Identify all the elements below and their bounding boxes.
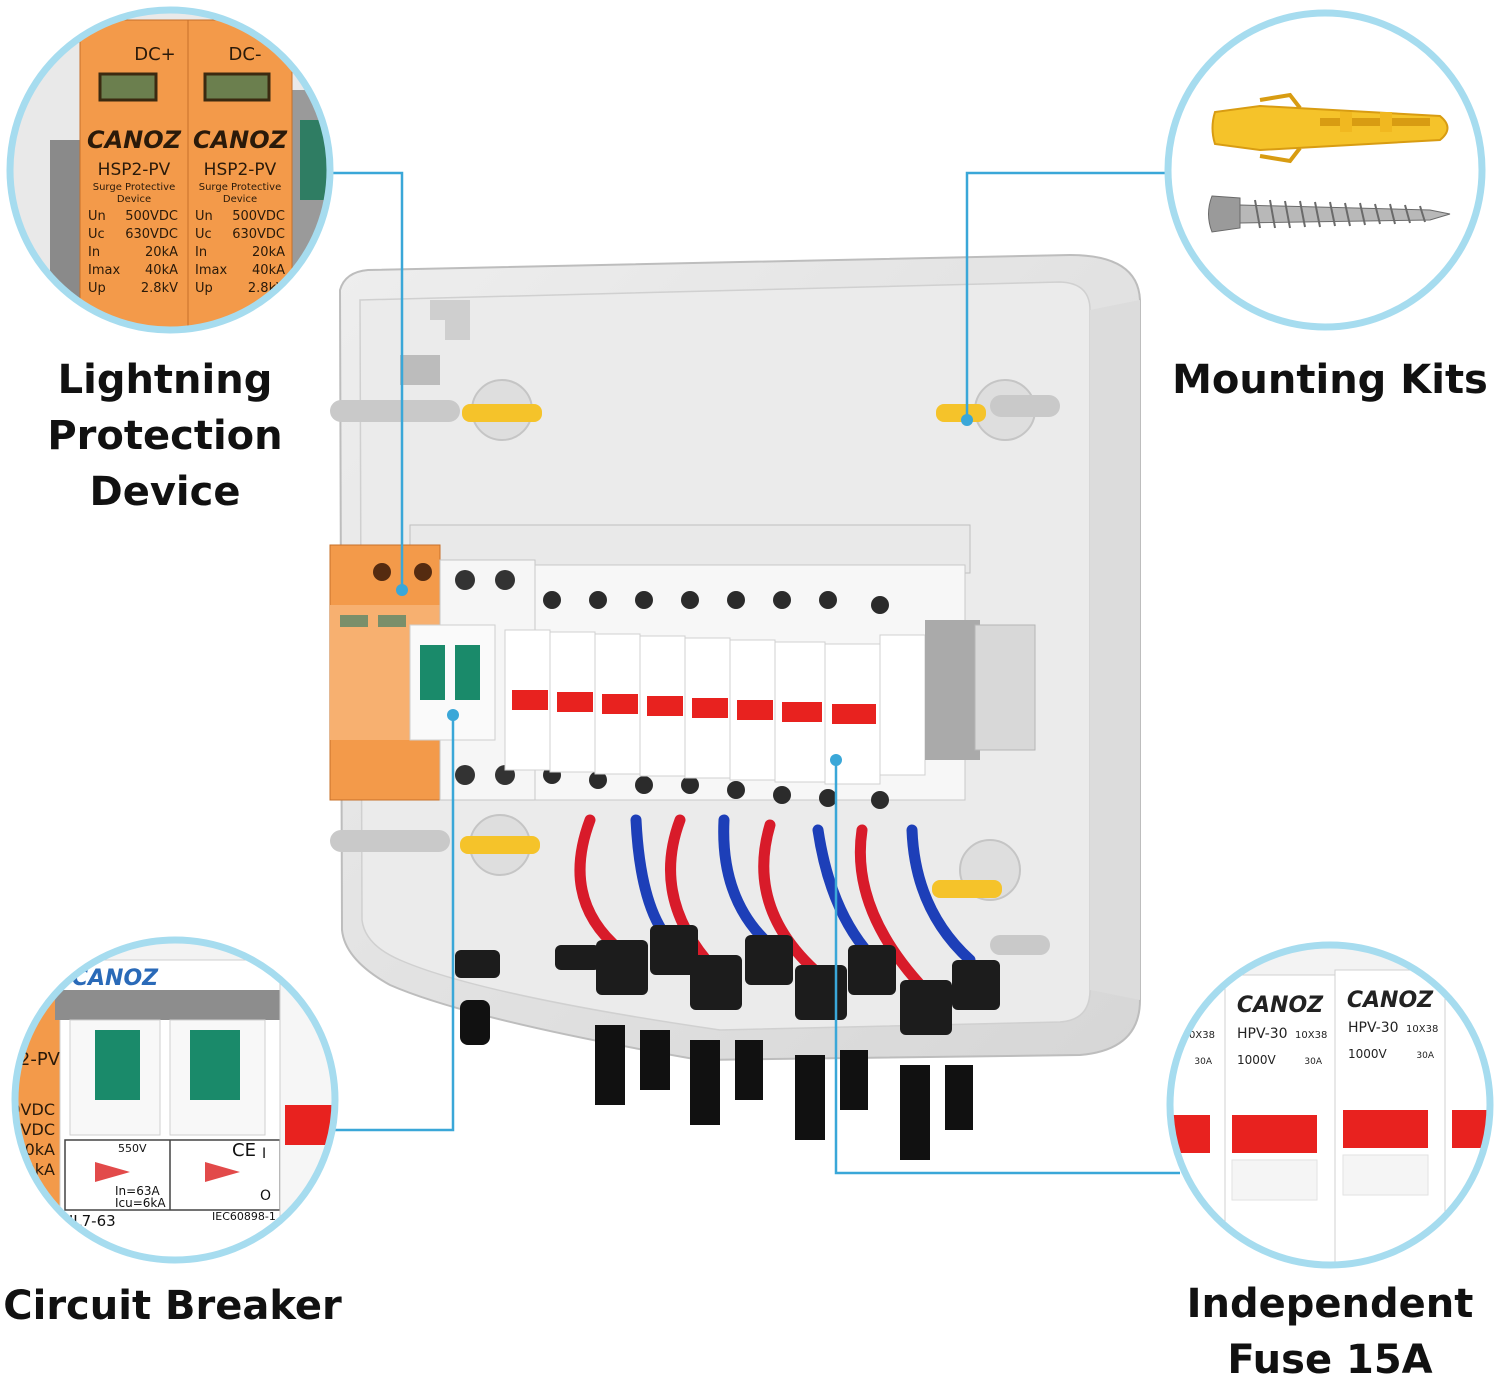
anchor-plug-icon — [1211, 92, 1449, 164]
brk-off-mark: O — [260, 1188, 271, 1204]
spd-spec-val: 20kA — [252, 245, 285, 260]
mc4-connectors — [460, 1000, 973, 1160]
spd-spec-key: Up — [195, 281, 213, 296]
caption-line: Protection — [47, 413, 283, 459]
spd-spec-key: Imax — [88, 263, 120, 278]
caption-independent-fuse: Independent Fuse 15A — [1160, 1276, 1500, 1388]
spd-brand-1: CANOZ — [87, 126, 182, 154]
caption-line: Mounting Kits — [1172, 357, 1488, 403]
spd-spec-key: Un — [195, 209, 213, 224]
spd-spec-val: 2.8kV — [141, 281, 178, 296]
spd-spec-key: In — [195, 245, 207, 260]
spd-terminal-plus: DC+ — [134, 44, 176, 65]
caption-lightning-protection: Lightning Protection Device — [20, 352, 310, 520]
fuse-amp-partial: 30A — [1194, 1057, 1212, 1067]
spd-spec-val: 40kA — [145, 263, 178, 278]
brk-voltage: 550V — [118, 1142, 147, 1155]
spd-spec-key: Un — [88, 209, 106, 224]
zoom-surge-protector: CANOZ CANOZ HSP2-PV HSP2-PV Surge Protec… — [6, 6, 334, 334]
zoom-mounting-kits — [1164, 9, 1486, 331]
spd-spec-key: Up — [88, 281, 106, 296]
fuse-amp-2: 30A — [1416, 1051, 1434, 1061]
spd-spec-val: 630VDC — [125, 227, 178, 242]
spd-spec-val: 20kA — [145, 245, 178, 260]
spd-desc2-1: Device — [117, 194, 151, 205]
spd-brand-2: CANOZ — [193, 126, 288, 154]
fuse-model-2: HPV-30 — [1348, 1020, 1399, 1036]
trip-indicator-icon — [95, 1162, 130, 1182]
spd-spec-val: 500VDC — [232, 209, 285, 224]
wall-anchor — [460, 404, 1002, 898]
caption-line: Independent — [1186, 1281, 1474, 1327]
spd-desc1-2: Surge Protective — [199, 182, 282, 193]
fuse-size-partial: 10X38 — [1183, 1030, 1215, 1041]
spd-terminal-minus: DC- — [229, 44, 262, 65]
brk-rating: In=63A — [115, 1184, 160, 1198]
fuse-brand-2: CANOZ — [1347, 988, 1434, 1013]
fuse-model-1: HPV-30 — [1237, 1026, 1288, 1042]
spd-spec-val: 500VDC — [125, 209, 178, 224]
brk-spd-un-partial: 500VDC — [0, 1100, 55, 1119]
zoom-fuse: CANOZ CANOZ HPV-30 10X38 HPV-30 10X38 10… — [1166, 941, 1494, 1269]
caption-line: Circuit Breaker — [3, 1283, 342, 1329]
brk-spd-model-partial: HSP2-PV — [0, 1049, 61, 1070]
spd-spec-val: 630VDC — [232, 227, 285, 242]
screw-icon — [1208, 195, 1451, 233]
fuse-brand-1: CANOZ — [1237, 993, 1324, 1018]
spd-model-2: HSP2-PV — [204, 160, 277, 180]
spd-desc1-1: Surge Protective — [93, 182, 176, 193]
fuse-size-2: 10X38 — [1406, 1024, 1438, 1035]
caption-line: Fuse 15A — [1227, 1337, 1433, 1383]
fuse-volt-2: 1000V — [1348, 1047, 1388, 1061]
fuse-volt-1: 1000V — [1237, 1053, 1277, 1067]
spd-spec-key: Imax — [195, 263, 227, 278]
callout-dots — [396, 414, 973, 766]
spd-spec-key: In — [88, 245, 100, 260]
trip-indicator-icon — [205, 1162, 240, 1182]
brk-standard: IEC60898-1 — [212, 1210, 276, 1223]
fuse-amp-1: 30A — [1304, 1057, 1322, 1067]
caption-line: Lightning — [57, 357, 273, 403]
spd-desc2-2: Device — [223, 194, 257, 205]
fuse-holders-main — [504, 564, 1036, 809]
caption-mounting-kits: Mounting Kits — [1170, 352, 1490, 408]
callout-lines — [330, 171, 1180, 1175]
brk-spd-uc-partial: 630VDC — [0, 1120, 55, 1139]
spd-spec-key: Uc — [88, 227, 105, 242]
brk-icu: Icu=6kA — [115, 1196, 166, 1210]
caption-circuit-breaker: Circuit Breaker — [0, 1278, 345, 1334]
cable-glands — [455, 925, 1000, 1035]
spd-model-1: HSP2-PV — [98, 160, 171, 180]
caption-line: Device — [89, 469, 241, 515]
zoom-circuit-breaker: HSP2-PV 500VDC 630VDC 20kA 40kA CANOZ 55… — [0, 936, 339, 1264]
spd-spec-val: 40kA — [252, 263, 285, 278]
wiring — [574, 814, 976, 996]
brk-on-mark: I — [262, 1146, 266, 1162]
spd-spec-key: Uc — [195, 227, 212, 242]
brk-ce: CE — [232, 1140, 256, 1161]
fuse-size-1: 10X38 — [1295, 1030, 1327, 1041]
